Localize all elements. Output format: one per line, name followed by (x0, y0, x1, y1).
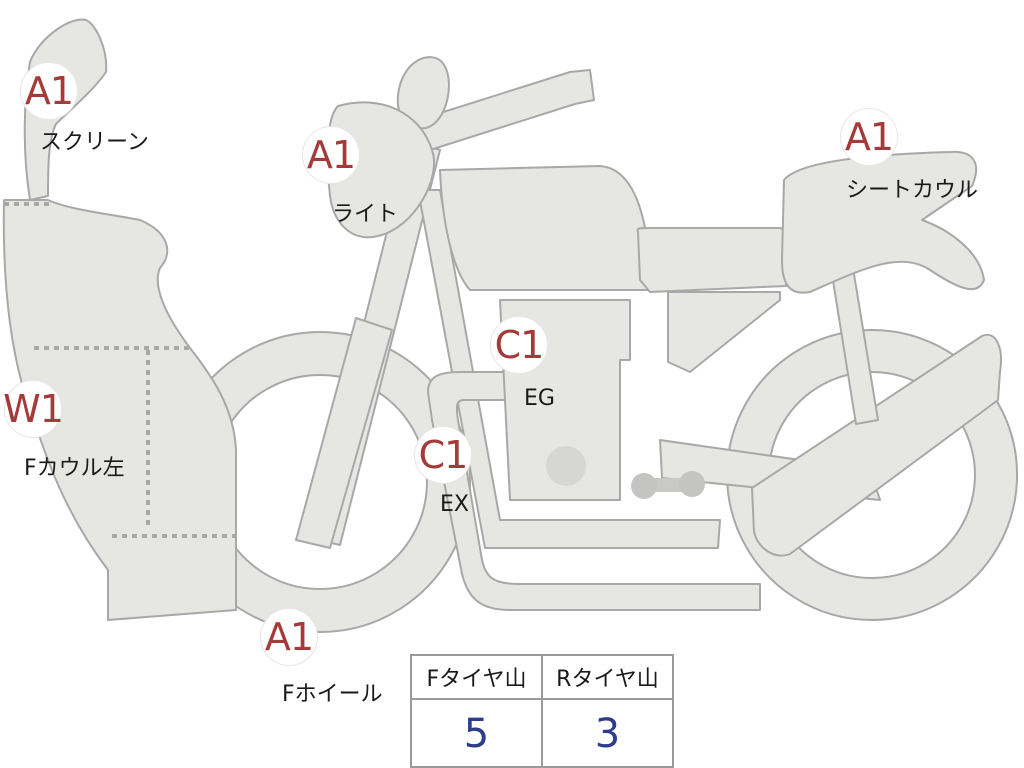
seat-cowl-label: シートカウル (846, 178, 979, 203)
light-code-badge[interactable]: A1 (302, 126, 360, 184)
seat-cowl (781, 150, 985, 294)
front-tire-value[interactable]: 5 (463, 711, 490, 757)
front-wheel-code-badge[interactable]: A1 (260, 608, 318, 666)
screen-label: スクリーン (40, 130, 149, 155)
rear-tire-header: Rタイヤ山 (541, 656, 672, 698)
tire-tread-table: Fタイヤ山 Rタイヤ山 5 3 (410, 654, 674, 768)
fuel-tank (439, 165, 651, 291)
muffler (751, 333, 1002, 557)
tire-table-header-row: Fタイヤ山 Rタイヤ山 (412, 656, 672, 700)
front-cowl-left-label: Fカウル左 (24, 456, 125, 481)
engine-code-badge[interactable]: C1 (490, 316, 548, 374)
tire-table-value-row: 5 3 (412, 700, 672, 768)
side-panel (667, 291, 781, 373)
front-tire-header: Fタイヤ山 (426, 667, 527, 692)
frame-lower (417, 189, 721, 549)
light-label: ライト (332, 202, 399, 227)
rear-tire-value[interactable]: 3 (541, 700, 672, 768)
fork-leg (295, 317, 393, 549)
front-cowl-left-code-badge[interactable]: W1 (3, 380, 64, 438)
engine-case (546, 446, 586, 486)
exhaust-label: EX (440, 492, 469, 517)
screen-code-badge[interactable]: A1 (20, 62, 78, 120)
front-wheel-label: Fホイール (282, 682, 383, 707)
exhaust-pipe (427, 371, 761, 611)
seat (636, 227, 787, 293)
engine-label: EG (524, 386, 555, 411)
seat-cowl-code-badge[interactable]: A1 (840, 108, 898, 166)
exhaust-code-badge[interactable]: C1 (414, 426, 472, 484)
